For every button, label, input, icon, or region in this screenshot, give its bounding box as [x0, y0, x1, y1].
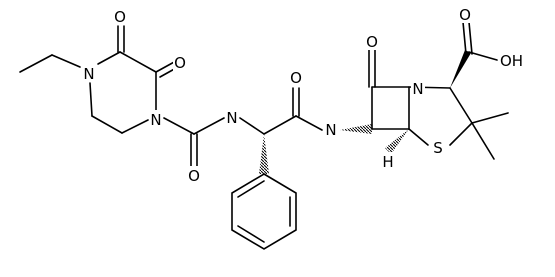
thiaz-c3-c2: [449, 87, 473, 124]
hashed-wedge-alpha: [259, 134, 269, 174]
atom-n-piperazine: N: [150, 111, 161, 129]
atom-n-ethyl: N: [83, 65, 94, 83]
phenyl-inner-1: [237, 180, 265, 198]
acid-c-oh: [468, 51, 498, 61]
ring-bond-ch2-ch2: [91, 115, 123, 134]
ring-bond-ch2-n: [89, 82, 93, 117]
atom-nh-urea: N: [226, 109, 237, 127]
atom-h-stereo: H: [382, 153, 393, 171]
atom-s-thiazolidine: S: [433, 139, 443, 157]
oxo-bond-2a: [155, 60, 177, 73]
atom-o-lactam: O: [366, 33, 378, 51]
atom-o-oxo-1: O: [114, 8, 126, 26]
atom-o-oxo-2: O: [174, 54, 186, 72]
phenyl-ring: [231, 173, 297, 250]
acid-co-a: [462, 21, 467, 55]
methyl-2: [471, 122, 495, 160]
acid-co-b: [468, 21, 473, 55]
thiaz-s-c5: [408, 128, 429, 146]
bold-wedge-c3: [450, 50, 471, 88]
ethyl-ch3-bond: [19, 54, 53, 73]
hashed-wedge-c6: [340, 124, 372, 134]
atom-labels: O O N N O N O N O N H S O OH: [82, 5, 523, 185]
ring-bond-n-ch2: [121, 119, 149, 134]
phenyl-hexagon: [231, 173, 297, 250]
carbonyl-nh-bond: [193, 117, 225, 135]
atom-nh-amide: N: [325, 121, 336, 139]
hashed-wedge-h: [385, 129, 409, 154]
ring-bond-n-c: [97, 51, 121, 65]
piperazine-ring: [19, 25, 179, 134]
methyl-1: [471, 112, 509, 124]
alpha-carbonyl-bond: [263, 115, 297, 135]
atom-o-urea: O: [188, 167, 200, 185]
atom-o-amide: O: [290, 69, 302, 87]
phenylglycyl: [259, 87, 323, 174]
n-carbonyl-bond: [163, 117, 195, 135]
ring-bond-c-c: [119, 51, 157, 73]
phenyl-inner-3: [237, 225, 265, 243]
nh-alpha-bond: [239, 117, 265, 135]
urea-linker: [163, 117, 265, 167]
thiaz-c2-s: [449, 122, 473, 146]
atom-oh-acid: OH: [500, 52, 523, 70]
atom-n-lactam: N: [412, 80, 423, 98]
penam-core: [340, 21, 509, 160]
ethyl-ch2-bond: [51, 54, 81, 68]
atom-o-acid: O: [459, 6, 471, 24]
carbonyl-nh-amide-bond: [295, 115, 323, 131]
